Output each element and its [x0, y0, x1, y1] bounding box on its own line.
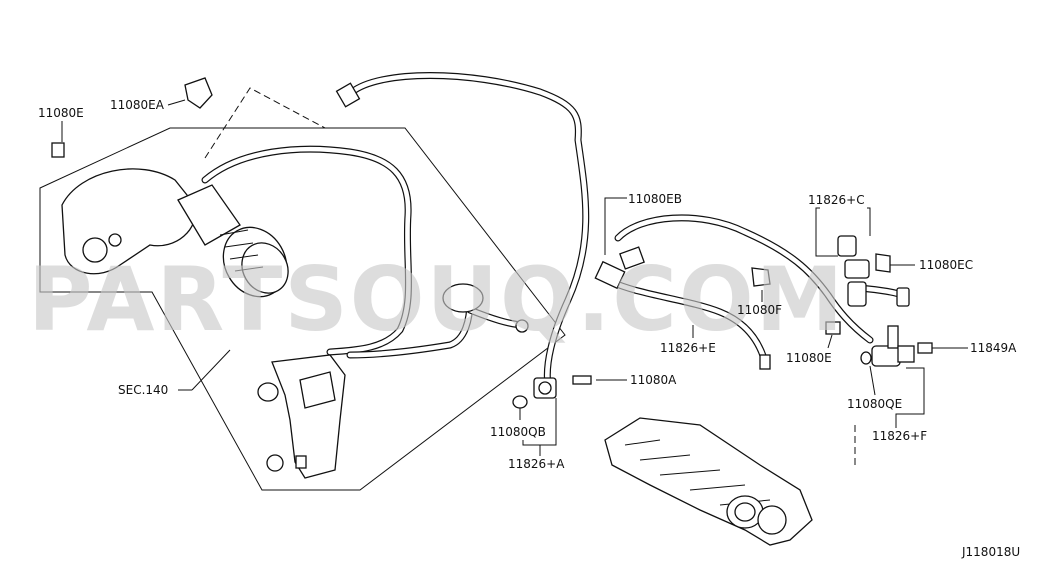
watermark: PARTSOUQ.COM [28, 248, 845, 351]
label-11080qe[interactable]: 11080QE [847, 397, 902, 411]
valve-11826a [512, 375, 592, 409]
label-11826f[interactable]: 11826+F [872, 429, 927, 443]
section-outline [39, 87, 856, 491]
label-11080qb[interactable]: 11080QB [490, 425, 546, 439]
label-11080e-top[interactable]: 11080E [38, 106, 84, 120]
label-sec140[interactable]: SEC.140 [118, 383, 168, 397]
label-11080ec[interactable]: 11080EC [919, 258, 973, 272]
label-11826e[interactable]: 11826+E [660, 341, 716, 355]
hose-11826e [594, 214, 874, 370]
label-11080e-mid[interactable]: 11080E [786, 351, 832, 365]
label-11826c[interactable]: 11826+C [808, 193, 865, 207]
label-11080ea[interactable]: 11080EA [110, 98, 165, 112]
label-11080f[interactable]: 11080F [737, 303, 782, 317]
breather-hose-left [201, 145, 529, 359]
label-11826a[interactable]: 11826+A [508, 457, 565, 471]
intake-manifold [604, 417, 813, 546]
label-11080eb[interactable]: 11080EB [628, 192, 682, 206]
clip-icon [51, 142, 65, 158]
valve-11826c [825, 235, 910, 335]
clamp-icon [184, 77, 213, 109]
label-11849a[interactable]: 11849A [970, 341, 1017, 355]
leader-lines [61, 99, 968, 456]
air-duct-assembly [51, 77, 289, 298]
label-11080a[interactable]: 11080A [630, 373, 677, 387]
part-labels: 11080E 11080EA SEC.140 11080EB 11826+C 1… [38, 98, 1017, 471]
valve-11826f [860, 325, 933, 367]
canister [257, 354, 346, 479]
main-vacuum-hose [335, 72, 590, 389]
clip-11080f-icon [751, 267, 771, 287]
diagram-code: J118018U [961, 545, 1020, 559]
